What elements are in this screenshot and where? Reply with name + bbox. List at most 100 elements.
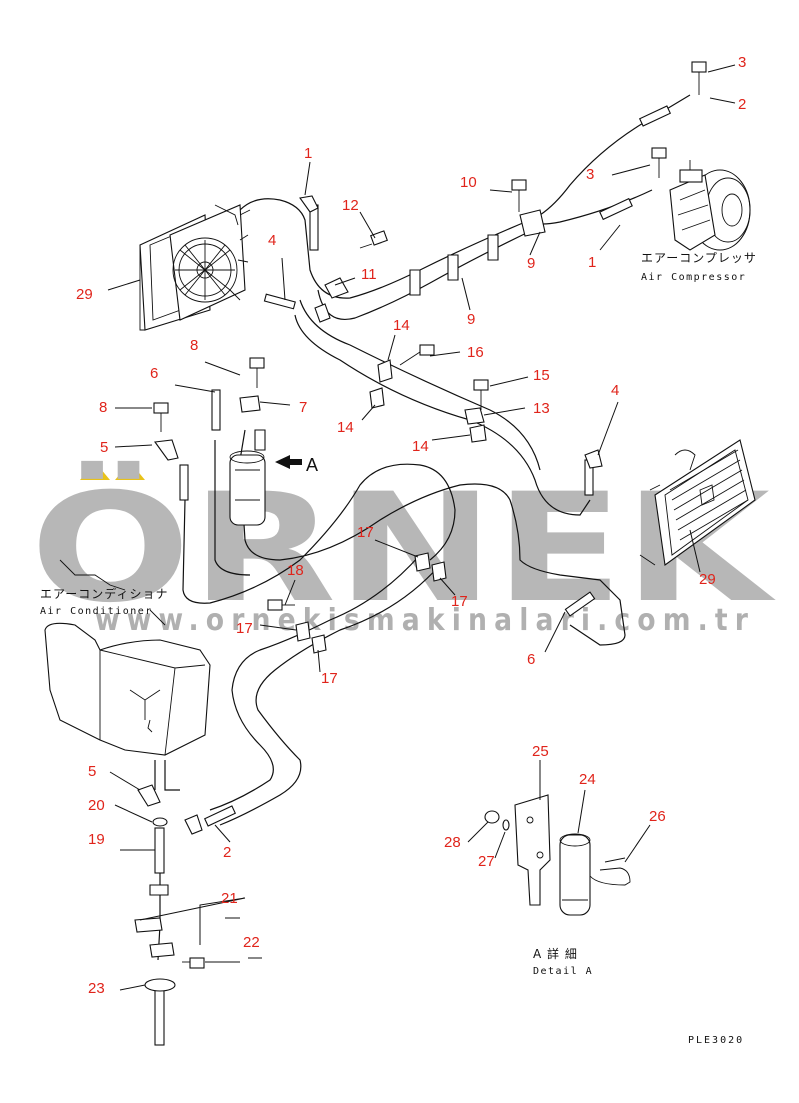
callout-17: 17 <box>451 593 468 610</box>
callout-9: 9 <box>467 311 475 328</box>
callout-12: 12 <box>342 197 359 214</box>
clamp-icon <box>469 424 487 443</box>
callout-4: 4 <box>611 382 619 399</box>
clamp-icon <box>239 395 261 413</box>
callout-2: 2 <box>223 844 231 861</box>
callout-8: 8 <box>99 399 107 416</box>
watermark-url: www.ornekismakinalari.com.tr <box>95 603 755 638</box>
component-labels: エアーコンプレッサ Air Compressor エアーコンディショナ Air … <box>40 251 757 1046</box>
callout-14: 14 <box>337 419 354 436</box>
callout-18: 18 <box>287 562 304 579</box>
callout-21: 21 <box>221 890 238 907</box>
view-a-arrow <box>275 455 302 469</box>
callout-17: 17 <box>357 524 374 541</box>
callout-13: 13 <box>533 400 550 417</box>
bolt-icon <box>153 402 169 432</box>
air-compressor <box>669 160 751 251</box>
callout-4: 4 <box>268 232 276 249</box>
condenser-fan-assembly <box>139 204 251 331</box>
hose-fitting-icon <box>154 989 165 1046</box>
bolt-icon <box>249 357 265 388</box>
callout-20: 20 <box>88 797 105 814</box>
callout-1: 1 <box>588 254 596 271</box>
clamp-icon <box>149 942 175 958</box>
clamp-icon <box>144 978 176 992</box>
drawing-code: PLE3020 <box>688 1035 744 1046</box>
clamp-icon <box>295 621 311 642</box>
bolt-icon <box>473 379 489 410</box>
watermark-accent-left <box>80 462 110 480</box>
callout-17: 17 <box>321 670 338 687</box>
detail-a-label-jp: A 詳 細 <box>533 946 578 961</box>
hose-fitting-icon <box>179 464 189 501</box>
callout-27: 27 <box>478 853 495 870</box>
air-conditioner-label-en: Air Conditioner <box>40 606 153 617</box>
hose-fitting-icon <box>203 805 237 827</box>
callout-9: 9 <box>527 255 535 272</box>
bolt-icon <box>267 599 295 611</box>
clamp-icon <box>464 407 485 425</box>
clamp-icon <box>519 209 546 237</box>
view-a-label: A <box>306 455 318 475</box>
callout-14: 14 <box>393 317 410 334</box>
bolt-icon <box>651 147 667 178</box>
receiver-drier <box>229 429 302 526</box>
callout-16: 16 <box>467 344 484 361</box>
air-compressor-label-jp: エアーコンプレッサ <box>641 251 757 265</box>
elbow-fitting-icon <box>137 784 161 807</box>
hose-fitting-icon <box>564 591 596 617</box>
clamp-icon <box>431 561 447 582</box>
clamp-icon <box>324 277 349 299</box>
elbow-fitting-icon <box>184 814 203 835</box>
bolt-icon <box>399 344 435 366</box>
callout-24: 24 <box>579 771 596 788</box>
callout-11: 11 <box>361 266 377 283</box>
air-conditioner-unit <box>44 559 211 756</box>
callout-17: 17 <box>236 620 253 637</box>
callout-19: 19 <box>88 831 105 848</box>
bolt-icon <box>359 230 388 249</box>
detail-a-assembly <box>484 794 631 916</box>
clamp-icon <box>152 817 168 827</box>
clamp-icon <box>487 234 499 261</box>
hose-fitting-icon <box>263 293 296 310</box>
bolt-icon <box>511 179 527 212</box>
air-conditioner-label-jp: エアーコンディショナ <box>40 586 168 601</box>
bolt-icon <box>691 61 707 95</box>
callout-29: 29 <box>699 571 716 588</box>
clamp-icon <box>409 269 421 296</box>
callout-6: 6 <box>150 365 158 382</box>
callout-10: 10 <box>460 174 477 191</box>
condenser-right <box>639 439 756 566</box>
callout-5: 5 <box>88 763 96 780</box>
clamp-icon <box>134 917 163 933</box>
clamp-icon <box>149 884 169 896</box>
callout-7: 7 <box>299 399 307 416</box>
callout-23: 23 <box>88 980 105 997</box>
callout-1: 1 <box>304 145 312 162</box>
clamp-icon <box>314 303 331 323</box>
callout-3: 3 <box>738 54 746 71</box>
air-compressor-label-en: Air Compressor <box>641 272 746 283</box>
callout-3: 3 <box>586 166 594 183</box>
callout-5: 5 <box>100 439 108 456</box>
leader-lines <box>107 64 736 991</box>
clamp-icon <box>447 254 459 281</box>
hose-fitting-icon <box>638 105 672 127</box>
elbow-fitting-icon <box>299 195 319 213</box>
callout-2: 2 <box>738 96 746 113</box>
hose-fitting-icon <box>211 389 221 431</box>
small-parts <box>134 61 707 1046</box>
callout-22: 22 <box>243 934 260 951</box>
callout-28: 28 <box>444 834 461 851</box>
clamp-icon <box>414 552 431 572</box>
detail-a-label-en: Detail A <box>533 966 593 977</box>
part-callouts: 1 1 2 2 3 3 4 4 5 5 6 6 7 8 8 9 9 10 11 … <box>76 54 746 997</box>
callout-26: 26 <box>649 808 666 825</box>
callout-14: 14 <box>412 438 429 455</box>
clamp-icon <box>369 387 385 409</box>
hose-fitting-icon <box>154 827 165 874</box>
clamp-icon <box>311 634 327 654</box>
elbow-fitting-icon <box>154 439 179 461</box>
